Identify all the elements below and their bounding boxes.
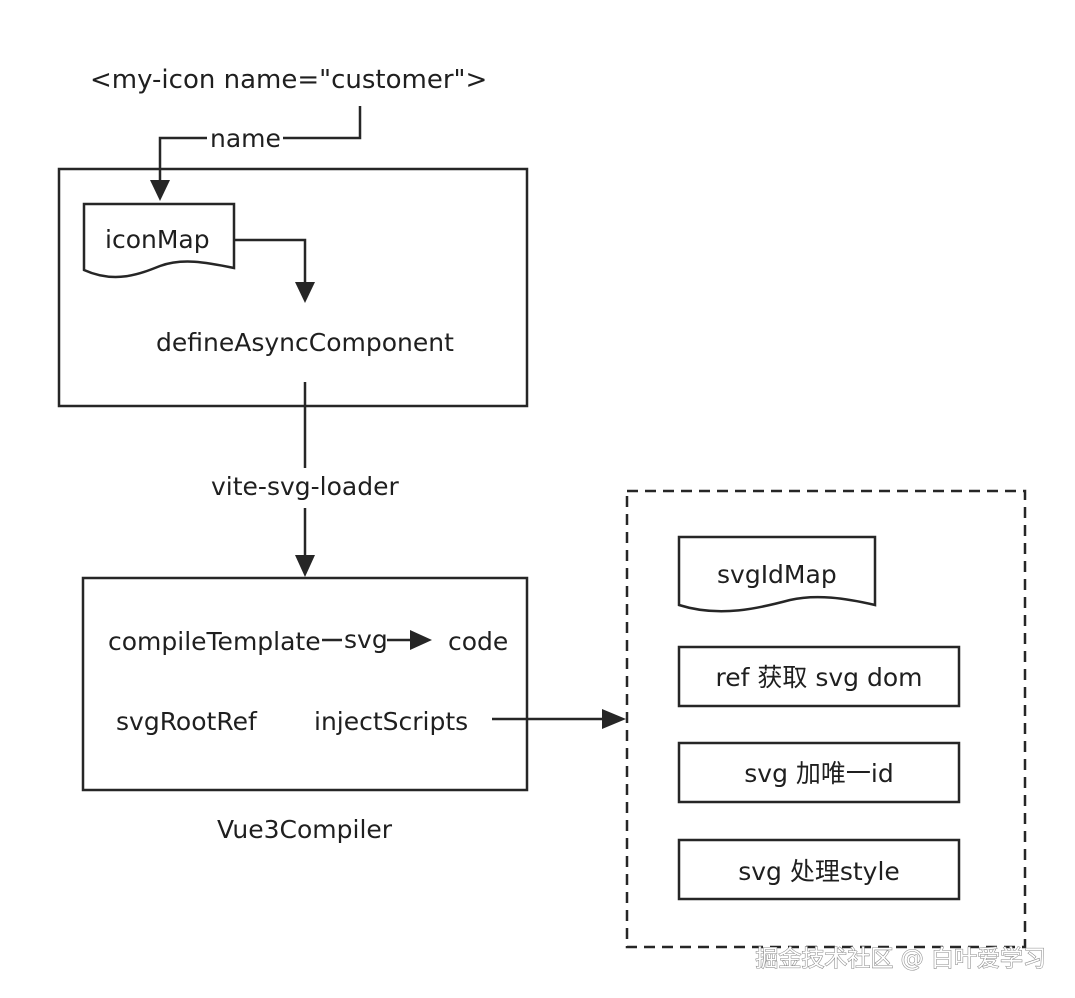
- name-label-bg: [207, 124, 283, 154]
- step-id-label: svg 加唯一id: [744, 759, 893, 788]
- icon-map-label: iconMap: [105, 225, 210, 254]
- svg-id-map-label: svgIdMap: [717, 560, 837, 589]
- define-async-label: defineAsyncComponent: [156, 328, 454, 357]
- watermark-text: 掘金技术社区 @ 白叶爱学习: [755, 946, 1046, 972]
- component-box: [57, 167, 529, 408]
- compile-template-label: compileTemplate: [108, 627, 321, 656]
- compiler-box: [81, 576, 529, 792]
- loader-arrowhead: [295, 555, 315, 577]
- step-id-box: [677, 741, 961, 804]
- step-ref-label: ref 获取 svg dom: [716, 663, 923, 692]
- iconmap-arrowhead: [295, 282, 315, 303]
- my-icon-tag-text: <my-icon name="customer">: [90, 65, 487, 95]
- iconmap-connector: [234, 238, 307, 282]
- inject-scripts-label: injectScripts: [314, 707, 468, 736]
- svg-edge-arrowhead: [410, 630, 432, 650]
- step-ref-box: [677, 645, 961, 708]
- loader-label: vite-svg-loader: [211, 472, 399, 501]
- svg-root-ref-label: svgRootRef: [116, 707, 258, 736]
- icon-map-document: [82, 202, 236, 279]
- svg-id-map-document: [677, 535, 877, 613]
- compiler-caption: Vue3Compiler: [217, 815, 393, 844]
- svg-edge-label: svg: [344, 625, 388, 654]
- code-label: code: [448, 627, 508, 656]
- inject-arrowhead: [602, 709, 626, 729]
- name-arrowhead: [150, 180, 170, 201]
- name-label: name: [210, 124, 281, 153]
- step-style-label: svg 处理style: [738, 857, 900, 886]
- inject-steps-group: [625, 489, 1027, 949]
- step-style-box: [677, 838, 961, 901]
